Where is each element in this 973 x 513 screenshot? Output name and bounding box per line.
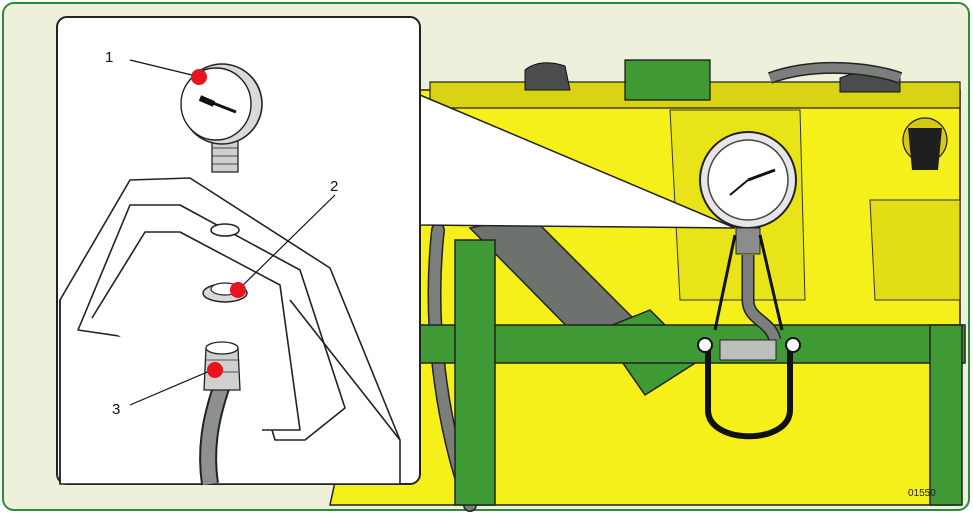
frame-upright-left [454,239,496,506]
side-panel [869,199,961,301]
detail-inset: 1 2 3 [56,16,421,486]
leader-line-1 [129,59,197,77]
mounting-bracket [59,177,401,485]
callout-number-1: 1 [105,49,113,66]
leader-line-3 [129,369,213,406]
callout-dot-3 [207,362,223,378]
callout-dot-1 [191,69,207,85]
callout-dot-2 [230,282,246,298]
tank-cap-left [524,62,571,91]
top-hose [768,63,902,83]
hose-icon [199,341,241,486]
u-bolt [705,345,793,440]
leader-line-2 [237,194,336,291]
frame-crossbar [419,324,966,364]
callout-number-3: 3 [112,401,120,418]
top-bracket [624,59,711,101]
figure-id-label: 01550 [908,488,936,499]
valve-knob [902,117,948,170]
frame-upright-right [929,324,963,506]
callout-number-2: 2 [330,178,338,195]
